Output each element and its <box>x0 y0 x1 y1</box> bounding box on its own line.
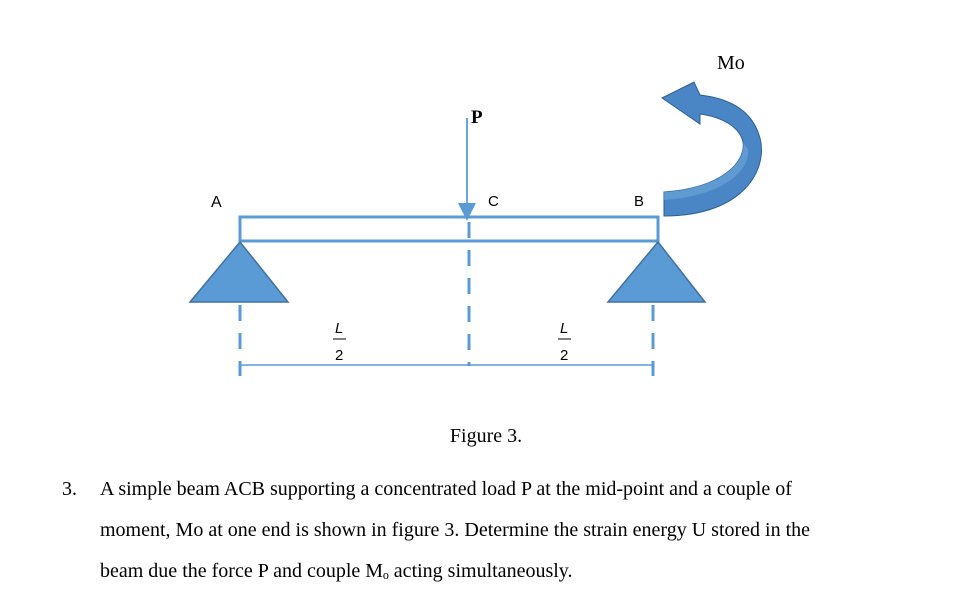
label-moment: Mo <box>717 52 745 74</box>
beam-diagram: A C B P Mo L 2 L 2 <box>188 52 762 376</box>
figure-caption: Figure 3. <box>449 425 523 447</box>
span-left-numerator: L <box>335 320 343 337</box>
span-right-numerator: L <box>560 320 568 337</box>
label-b: B <box>634 193 644 210</box>
moment-arrow <box>661 81 762 217</box>
support-b <box>606 240 707 303</box>
problem-line-3: beam due the force P and couple Mₒ actin… <box>100 560 573 582</box>
label-a: A <box>211 194 222 211</box>
moment-arrow-side <box>664 142 749 200</box>
problem-line-1: A simple beam ACB supporting a concentra… <box>100 478 792 500</box>
span-left-denominator: 2 <box>335 347 343 364</box>
support-a <box>188 240 290 303</box>
problem-number: 3. <box>62 478 77 500</box>
label-c: C <box>488 193 499 210</box>
beam <box>238 215 660 243</box>
span-right-denominator: 2 <box>560 347 568 364</box>
problem-line-2: moment, Mo at one end is shown in figure… <box>100 519 811 541</box>
label-p: P <box>471 107 483 128</box>
